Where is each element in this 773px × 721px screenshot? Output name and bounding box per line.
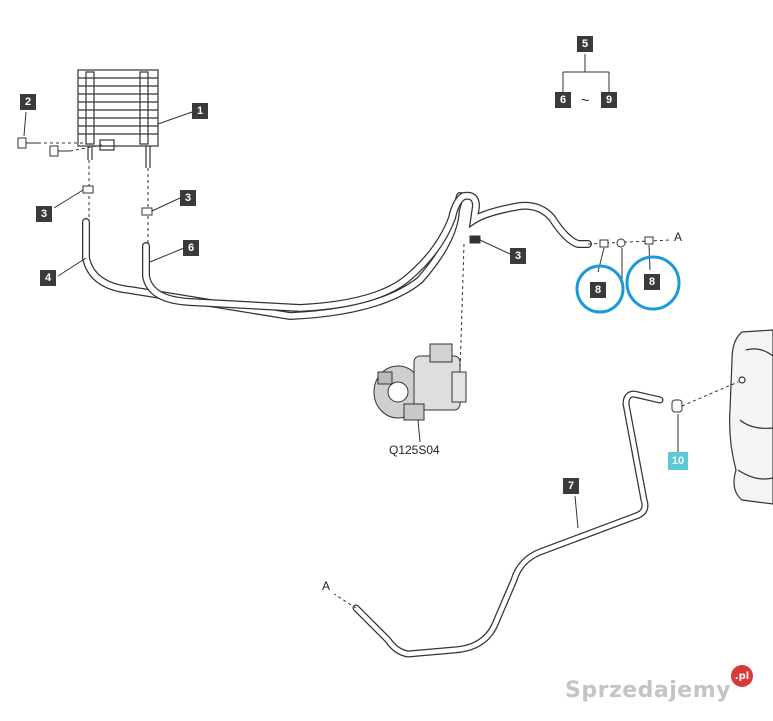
engine-block (729, 329, 773, 505)
connector-label-bottom: A (322, 579, 331, 593)
bolts (17, 137, 70, 157)
callout-3-mid: 3 (180, 190, 196, 206)
callout-9: 9 (601, 92, 617, 108)
watermark-badge: .pl (731, 665, 753, 687)
callout-5: 5 (577, 36, 593, 52)
callout-8-left: 8 (590, 282, 606, 298)
callout-6-hose: 6 (183, 240, 199, 256)
pump-label: Q125S04 (389, 443, 440, 457)
callout-3-left: 3 (36, 206, 52, 222)
injection-pump (373, 343, 467, 421)
callout-10: 10 (668, 452, 688, 470)
callout-3-right: 3 (510, 248, 526, 264)
callout-4: 4 (40, 270, 56, 286)
callout-6-range: 6 (555, 92, 571, 108)
range-separator: ~ (581, 92, 590, 108)
callout-2: 2 (20, 94, 36, 110)
oil-cooler (77, 69, 159, 168)
callout-7: 7 (563, 478, 579, 494)
callout-1: 1 (192, 103, 208, 119)
watermark-text: Sprzedajemy (565, 678, 731, 703)
connector-label-top: A (674, 230, 683, 244)
callout-8-right: 8 (644, 274, 660, 290)
